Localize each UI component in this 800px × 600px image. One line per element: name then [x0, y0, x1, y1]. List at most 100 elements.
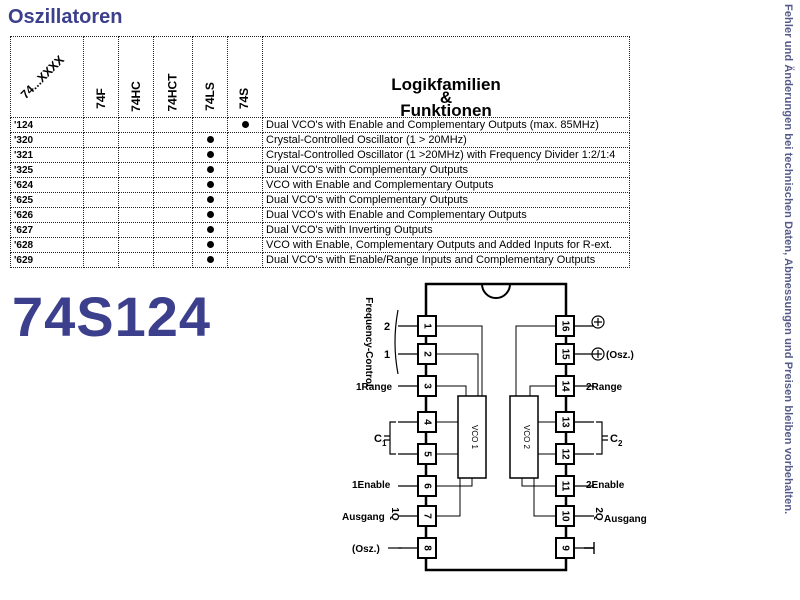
part-code: '325 [10, 162, 84, 178]
family-mark-cell [227, 177, 264, 193]
pin-number: 5 [421, 451, 432, 457]
pin-number: 4 [421, 419, 432, 425]
pin-number: 1 [421, 323, 432, 329]
family-label: 74F [93, 88, 108, 109]
family-mark-cell [118, 222, 154, 238]
wire [436, 478, 461, 517]
part-code: '626 [10, 207, 84, 223]
table-header-row: 74...XXXX 74F 74HC 74HCT 74LS 74S Logikf… [10, 36, 630, 120]
family-mark-cell [227, 147, 264, 163]
part-number: 74S124 [12, 285, 212, 348]
family-mark-cell [118, 192, 154, 208]
family-mark-cell [118, 177, 154, 193]
c2-subscript: 2 [618, 439, 623, 448]
pin-box: 10 [555, 505, 594, 527]
pin-number: 12 [559, 448, 570, 460]
freq-control-label: Frequency-Control [363, 297, 374, 387]
disclaimer-note: Fehler und Änderungen bei technischen Da… [782, 4, 794, 515]
part-code: '627 [10, 222, 84, 238]
availability-dot-icon [241, 121, 249, 129]
family-mark-cell [118, 207, 154, 223]
family-mark-cell [152, 162, 194, 178]
family-mark-cell [192, 147, 229, 163]
availability-dot-icon [206, 256, 214, 264]
pin-box: 13 [555, 411, 594, 433]
pin-number: 8 [421, 545, 432, 551]
ausgang1-label: Ausgang [342, 512, 385, 523]
availability-dot-icon [206, 166, 214, 174]
family-header: 74LS [192, 36, 229, 118]
pin-number: 16 [559, 320, 570, 332]
family-header: 74HC [118, 36, 154, 118]
osz-right-label: (Osz.) [606, 350, 634, 361]
pin1-notch [481, 283, 511, 299]
wire [515, 325, 556, 396]
family-mark-cell [83, 207, 119, 223]
family-mark-cell [152, 177, 194, 193]
family-mark-cell [192, 192, 229, 208]
capacitor1-symbol [384, 421, 396, 455]
enable2-label: 2Enable [586, 480, 625, 491]
pin-box: 2 [398, 343, 437, 365]
family-mark-cell [83, 147, 119, 163]
vco2-block [509, 395, 539, 479]
internal-wiring [436, 325, 556, 517]
vcc-symbol [591, 315, 605, 329]
corner-label: 74...XXXX [17, 52, 67, 102]
family-mark-cell [118, 237, 154, 253]
family-mark-cell [227, 237, 264, 253]
family-mark-cell [152, 237, 194, 253]
availability-dot-icon [206, 136, 214, 144]
wire [529, 385, 556, 396]
function-description: VCO with Enable, Complementary Outputs a… [262, 237, 630, 253]
header-line: Funktionen [400, 101, 492, 120]
family-mark-cell [152, 132, 194, 148]
part-code: '124 [10, 117, 84, 133]
family-mark-cell [227, 162, 264, 178]
pin-box: 9 [555, 537, 594, 559]
functions-header: Logikfamilien & Funktionen [262, 36, 630, 120]
family-mark-cell [152, 117, 194, 133]
pin-number: 9 [559, 545, 570, 551]
family-label: 74LS [202, 82, 217, 111]
part-code: '625 [10, 192, 84, 208]
wire [436, 353, 479, 396]
family-mark-cell [83, 117, 119, 133]
pin-number: 6 [421, 483, 432, 489]
c1-label: C [374, 433, 382, 445]
header-line: Logikfamilien [391, 75, 501, 94]
part-code: '624 [10, 177, 84, 193]
freq-control-bracket [394, 309, 399, 375]
family-mark-cell [83, 237, 119, 253]
range2-label: 2Range [586, 382, 623, 393]
availability-dot-icon [206, 196, 214, 204]
pin-box: 6 [398, 475, 437, 497]
family-mark-cell [227, 222, 264, 238]
pin-box: 8 [398, 537, 437, 559]
family-mark-cell [192, 117, 229, 133]
c2-label: C [610, 433, 618, 445]
freq-control-pin2-label: 2 [384, 321, 390, 333]
family-mark-cell [192, 132, 229, 148]
family-mark-cell [192, 252, 229, 268]
osz-left-label: (Osz.) [352, 544, 380, 555]
family-mark-cell [227, 132, 264, 148]
enable1-label: 1Enable [352, 480, 391, 491]
part-code: '320 [10, 132, 84, 148]
pin-number: 3 [421, 383, 432, 389]
pin-box: 1 [398, 315, 437, 337]
pin-number: 10 [559, 510, 570, 522]
wire [436, 478, 473, 487]
family-mark-cell [152, 207, 194, 223]
function-description: Dual VCO's with Inverting Outputs [262, 222, 630, 238]
family-mark-cell [152, 192, 194, 208]
vco2-label: VCO 2 [522, 425, 531, 450]
